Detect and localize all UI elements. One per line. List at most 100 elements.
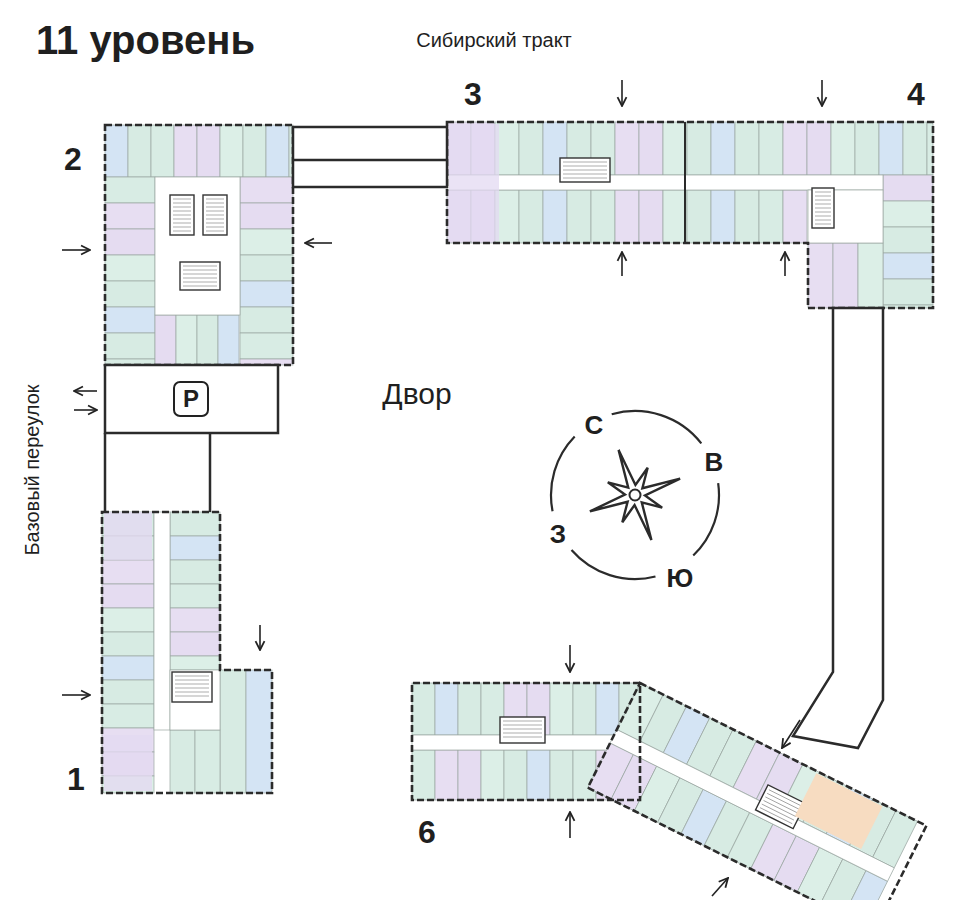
stair-step <box>769 790 801 806</box>
stair-core <box>756 785 806 829</box>
apartment <box>807 122 831 175</box>
stair-step <box>173 207 191 208</box>
corridor <box>155 177 240 315</box>
entrance-arrow <box>784 252 786 276</box>
stair-step <box>173 223 191 224</box>
stair-step <box>760 808 792 824</box>
apartment <box>151 125 174 177</box>
apartment <box>218 315 239 365</box>
stair-step <box>183 274 217 275</box>
stair-step <box>173 199 191 200</box>
stair-step <box>815 224 831 225</box>
apartment <box>170 632 220 656</box>
apartment <box>883 253 933 279</box>
apartment <box>105 255 155 281</box>
entrance-arrow <box>62 694 90 696</box>
corridor <box>170 670 220 730</box>
node-text: P <box>183 387 199 411</box>
stair-step <box>764 800 796 816</box>
apartment <box>102 680 154 704</box>
stair-step <box>173 219 191 220</box>
apartment <box>550 750 573 800</box>
section-number: 3 <box>464 77 482 112</box>
apartment <box>412 683 435 735</box>
compass-star <box>590 450 680 540</box>
apartment <box>550 683 573 735</box>
stair-step <box>206 203 224 204</box>
stair-step <box>175 684 209 685</box>
apartment <box>858 243 883 308</box>
bridge <box>293 127 447 187</box>
stair-step <box>503 721 542 722</box>
buildings <box>102 122 933 900</box>
parking-block <box>105 365 278 433</box>
stair-step <box>206 219 224 220</box>
section-number: 2 <box>64 142 82 177</box>
street-name: Сибирский тракт <box>416 29 572 51</box>
stair-core <box>500 717 545 743</box>
apartment <box>246 670 272 793</box>
apartment <box>879 122 903 175</box>
stair-step <box>173 211 191 212</box>
apartment <box>883 279 933 305</box>
entrance-arrow <box>74 409 97 411</box>
entrance-arrow <box>782 720 800 748</box>
apartment <box>783 190 807 243</box>
passage-line <box>104 433 107 512</box>
apartment <box>783 122 807 175</box>
apartment <box>639 122 663 175</box>
plan-title: 11 уровень <box>36 18 255 62</box>
section-2 <box>105 125 293 365</box>
apartment <box>102 608 154 632</box>
apartment <box>663 190 687 243</box>
apartment <box>711 190 735 243</box>
apartment <box>504 750 527 800</box>
stair-step <box>563 178 607 179</box>
stair-step <box>173 215 191 216</box>
apartment <box>102 560 154 584</box>
section-number: 1 <box>67 762 85 797</box>
apartment <box>527 750 550 800</box>
apartment <box>104 735 152 791</box>
stair-core <box>172 672 212 702</box>
stair-step <box>815 212 831 213</box>
entrance-arrow <box>569 645 571 672</box>
apartment <box>481 750 504 800</box>
stair-step <box>175 692 209 693</box>
compass-center <box>630 490 641 501</box>
stair-step <box>815 192 831 193</box>
apartment <box>155 315 176 365</box>
apartment <box>240 281 293 307</box>
stair-step <box>173 227 191 228</box>
stair-step <box>175 680 209 681</box>
stair-step <box>503 737 542 738</box>
stair-step <box>183 278 217 279</box>
stair-step <box>206 223 224 224</box>
stair-step <box>815 208 831 209</box>
apartment <box>735 190 759 243</box>
entrance-arrow <box>305 242 332 244</box>
apartment <box>105 177 155 203</box>
entrance-arrows <box>62 80 822 896</box>
stair-step <box>767 793 799 809</box>
apartment <box>105 333 155 359</box>
stair-step <box>503 733 542 734</box>
stair-step <box>183 282 217 283</box>
stair-step <box>183 266 217 267</box>
stair-step <box>563 170 607 171</box>
apartment <box>543 190 567 243</box>
apartment <box>663 122 687 175</box>
compass-ring <box>612 411 702 443</box>
stair-step <box>563 166 607 167</box>
apartment <box>687 122 711 175</box>
apartment <box>240 255 293 281</box>
building-outline <box>412 683 640 800</box>
apartment <box>412 750 435 800</box>
stair-step <box>503 729 542 730</box>
apartment <box>176 315 197 365</box>
building-outline <box>105 125 293 365</box>
corridor <box>610 730 894 882</box>
apartment <box>105 307 155 333</box>
apartment <box>170 512 220 536</box>
